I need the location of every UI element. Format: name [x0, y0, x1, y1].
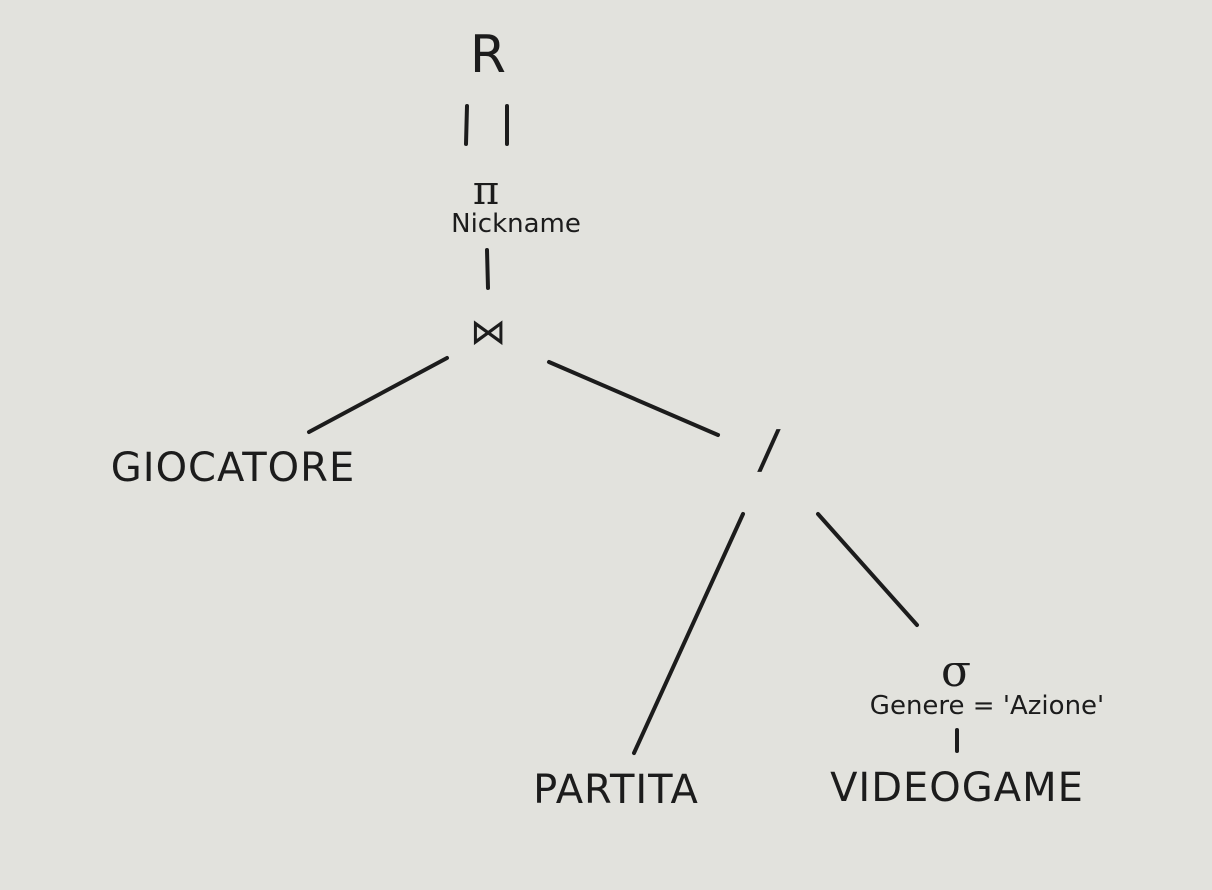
edge-projection-join	[485, 248, 490, 290]
projection-operator-symbol: π	[472, 168, 500, 214]
result-node-label: R	[469, 25, 507, 85]
natural-join-operator-symbol: ⋈	[470, 312, 506, 353]
selection-condition-label: Genere = 'Azione'	[869, 691, 1105, 721]
projection-attribute-label: Nickname	[451, 209, 581, 239]
relation-giocatore-label: GIOCATORE	[110, 445, 356, 491]
edge-root-left	[464, 104, 469, 146]
edge-division-selection	[816, 512, 919, 627]
relation-videogame-label: VIDEOGAME	[830, 765, 1084, 811]
relation-partita-label: PARTITA	[533, 767, 699, 813]
selection-operator-symbol: σ	[940, 646, 972, 697]
edge-join-division	[547, 360, 720, 437]
edge-join-giocatore	[307, 356, 449, 434]
edge-division-partita	[632, 512, 745, 755]
